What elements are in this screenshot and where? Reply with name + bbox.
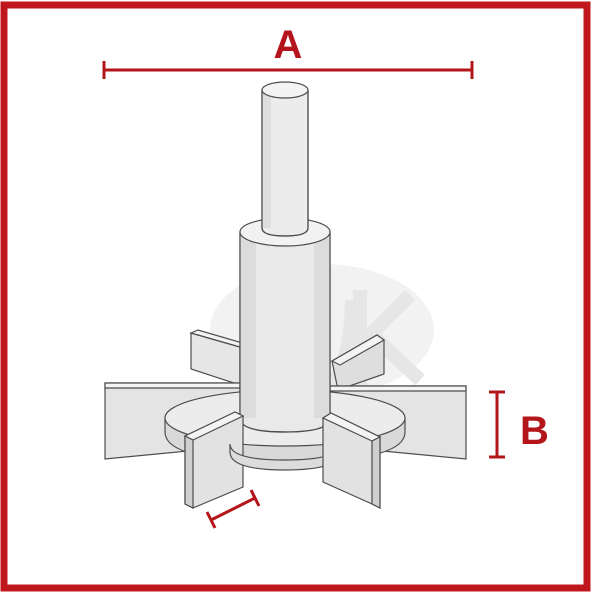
impeller-body-cylinder — [239, 217, 331, 433]
dimension-a-line — [102, 61, 474, 79]
impeller-shaft — [261, 81, 309, 237]
vane-back-right — [330, 334, 386, 391]
vane-thickness-dimension — [205, 489, 261, 529]
vane-front-left — [183, 411, 245, 509]
dimension-b-label: B — [520, 409, 549, 453]
dimension-b-line — [489, 390, 505, 459]
vane-front-right — [321, 412, 382, 509]
dimension-a-label: A — [274, 23, 303, 67]
